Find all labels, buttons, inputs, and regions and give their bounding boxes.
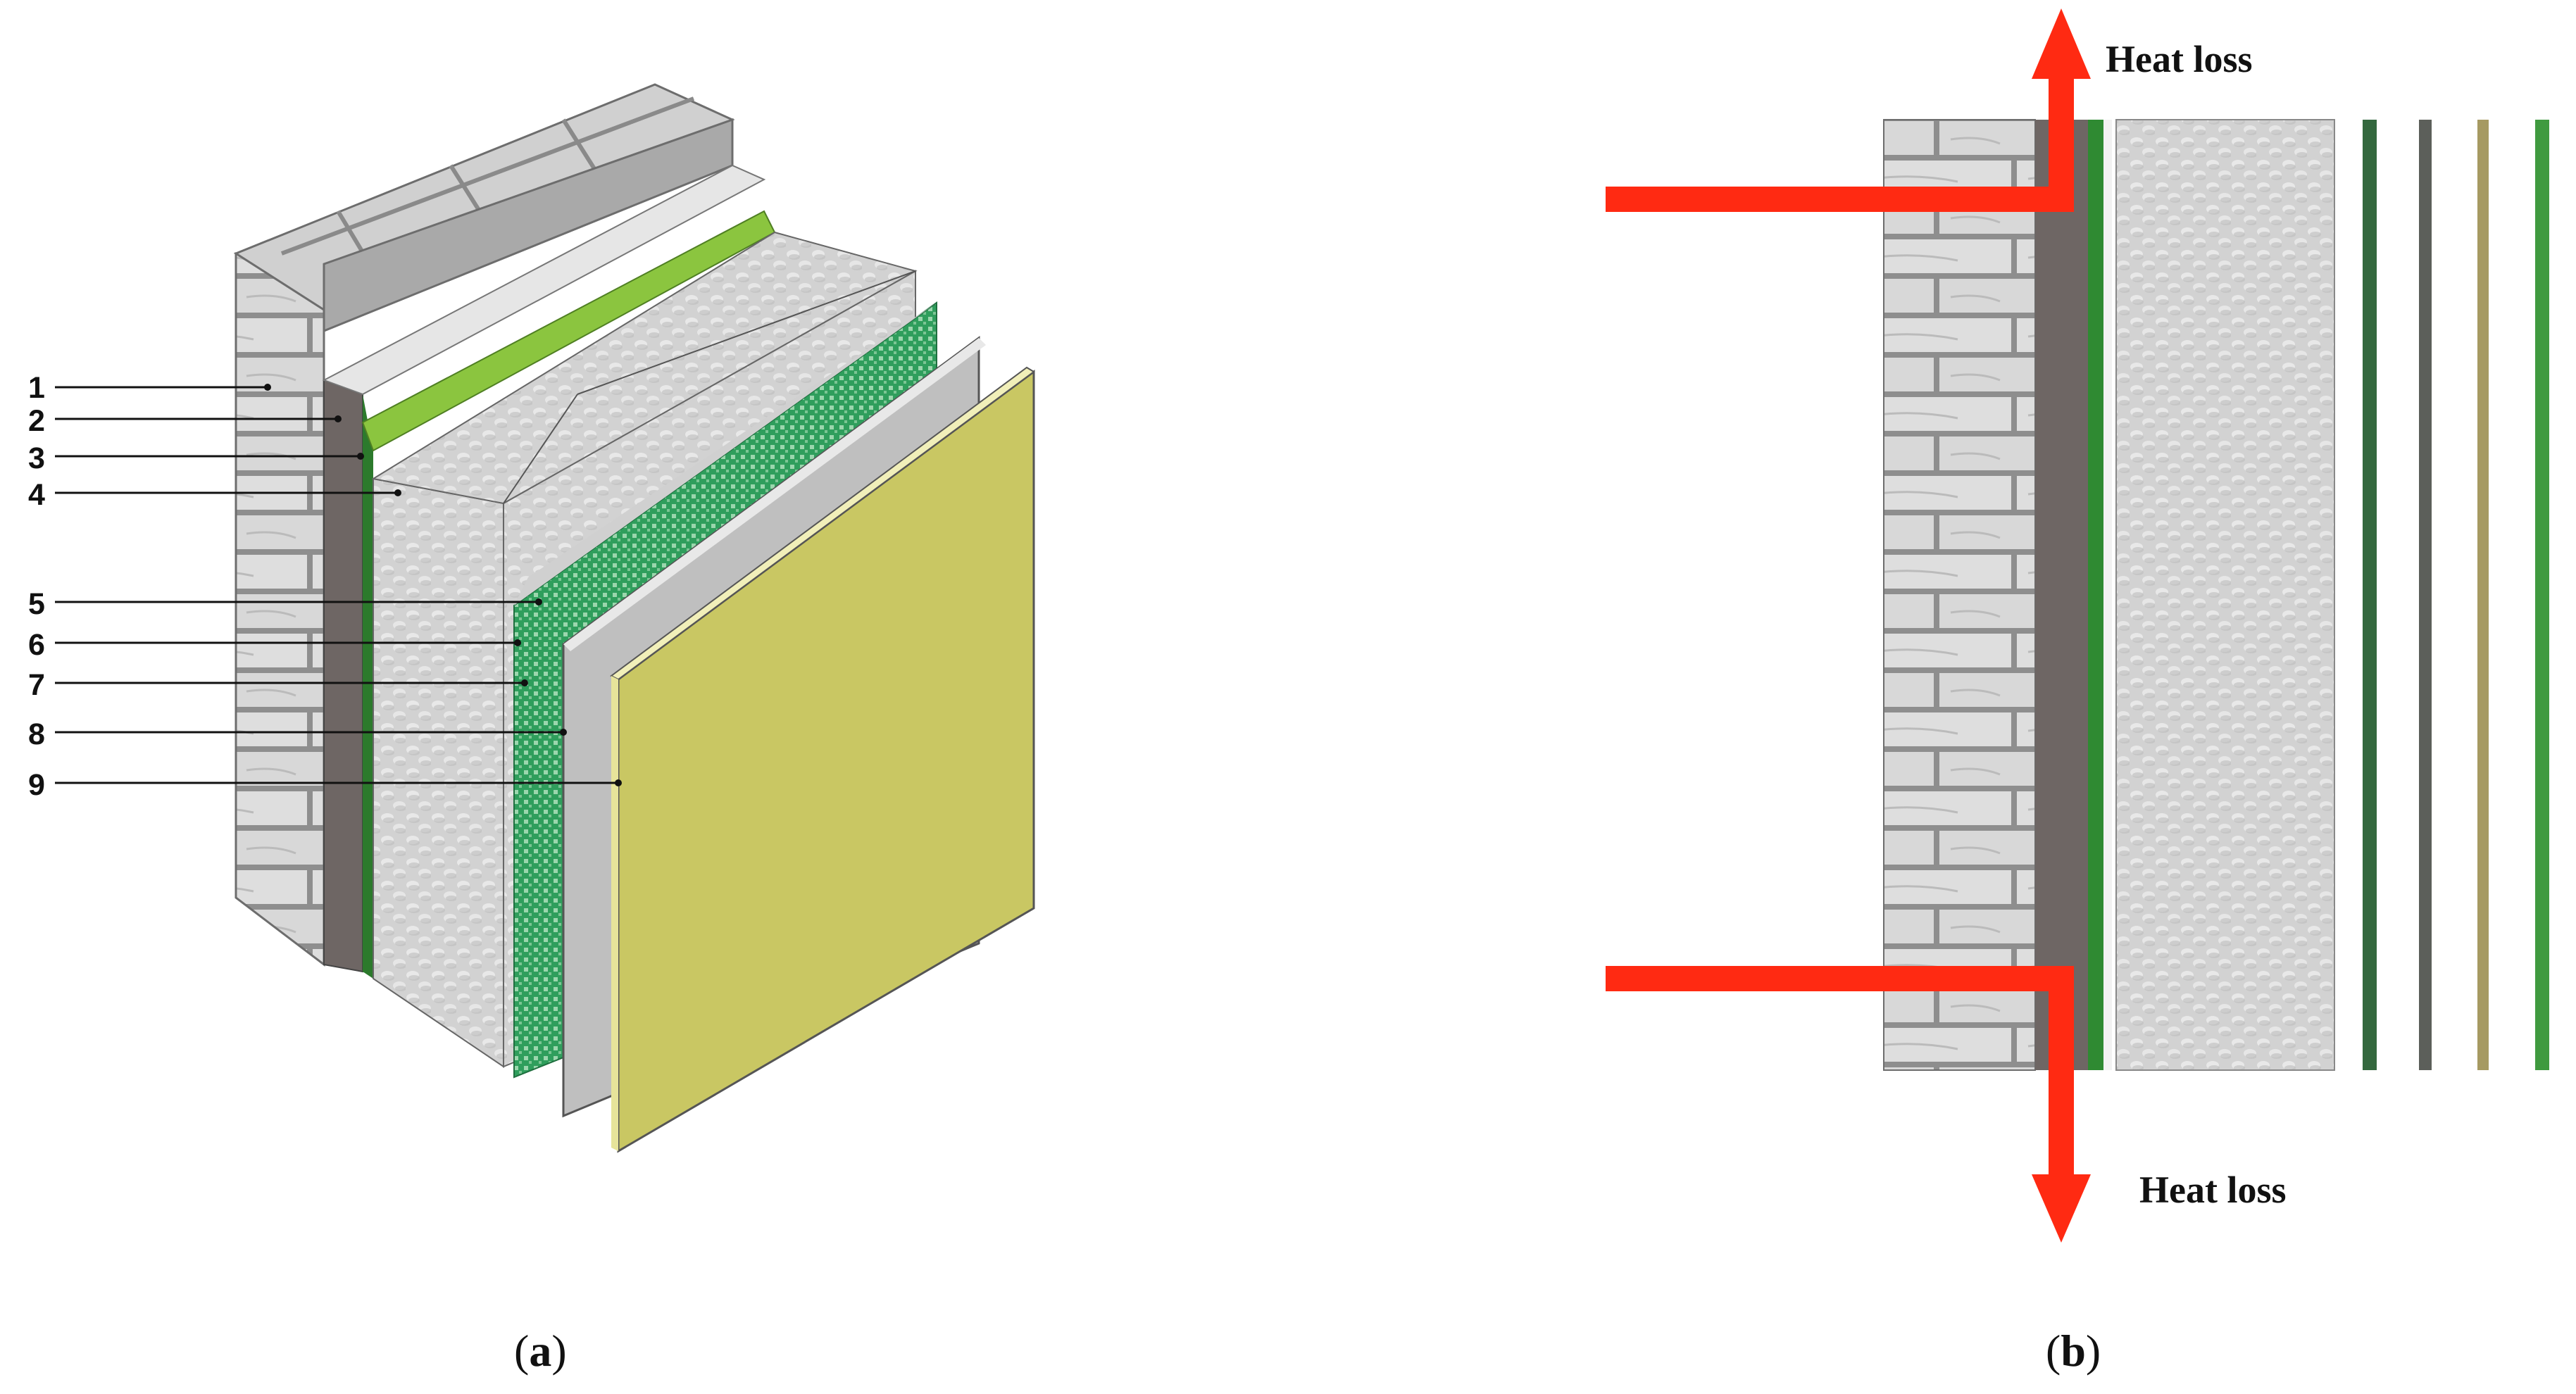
callout-7: 7	[28, 668, 45, 702]
finish-layer-section	[2477, 120, 2489, 1070]
heat-flow-arrows	[1606, 8, 2091, 1243]
heat-loss-label-bottom: Heat loss	[2139, 1169, 2287, 1211]
panel-b-cross-section	[1883, 119, 2549, 1071]
mesh-layer-section	[2363, 120, 2377, 1070]
insulation-board-front	[373, 477, 504, 1068]
callout-2: 2	[28, 404, 45, 438]
heat-loss-label-top: Heat loss	[2106, 38, 2253, 80]
callout-4: 4	[28, 478, 45, 512]
primer-layer-section	[2088, 120, 2103, 1070]
heat-arrow-top	[1606, 77, 2074, 212]
heat-arrowhead-top	[2032, 8, 2091, 79]
panel-a-caption: (a)	[514, 1326, 567, 1376]
insulation-layer-section	[2115, 119, 2335, 1071]
adhesive-layer-face	[323, 379, 363, 973]
adhesive-layer-section	[2035, 120, 2088, 1070]
callout-9: 9	[28, 768, 45, 802]
callout-lines	[55, 386, 618, 784]
panel-a-isometric-wall	[233, 83, 1035, 1153]
heat-arrow-bottom	[1606, 966, 2074, 1176]
primer-layer-face	[363, 394, 373, 979]
render-layer-section	[2419, 120, 2432, 1070]
brick-layer-section	[1883, 119, 2036, 1071]
callout-6: 6	[28, 628, 45, 662]
callout-8: 8	[28, 717, 45, 751]
brick-wall-side	[235, 252, 325, 967]
callout-5: 5	[28, 587, 45, 621]
panel-b-caption: (b)	[2046, 1326, 2101, 1376]
callout-labels: 1 2 3 4 5 6 7 8 9	[28, 371, 45, 802]
heat-arrowhead-bottom	[2032, 1174, 2091, 1243]
callout-3: 3	[28, 441, 45, 475]
callout-1: 1	[28, 371, 45, 405]
paint-layer-section	[2535, 120, 2549, 1070]
